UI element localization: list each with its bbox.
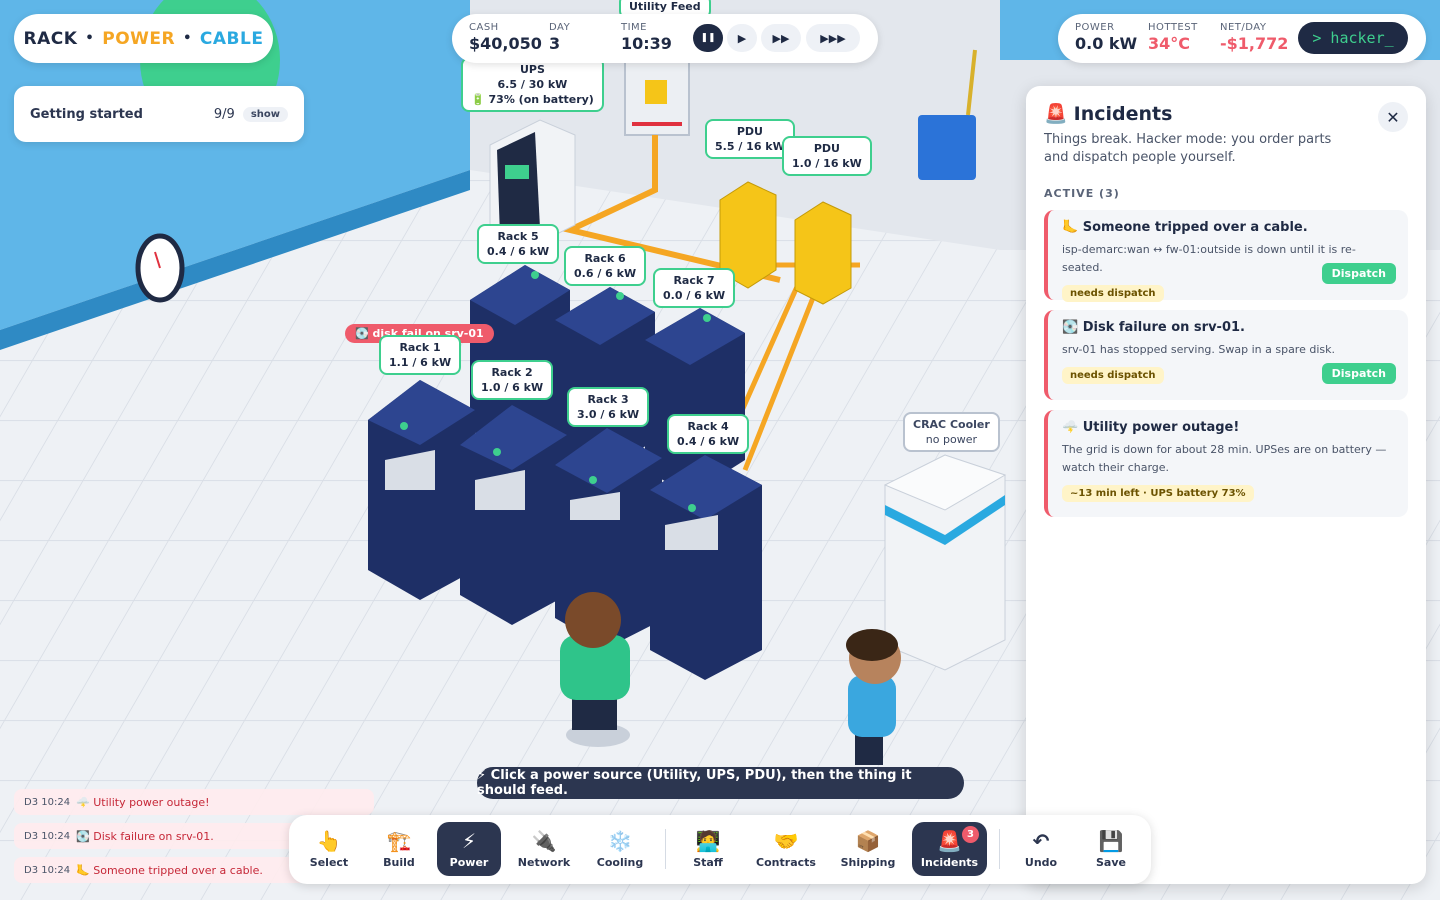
tool-power[interactable]: ⚡Power <box>437 822 501 876</box>
tool-incidents[interactable]: 🚨Incidents 3 <box>912 822 987 876</box>
tool-build[interactable]: 🏗️Build <box>383 828 415 869</box>
game-logo: RACK • POWER • CABLE <box>14 14 273 63</box>
day-label: DAY <box>549 22 571 33</box>
active-section-heading: ACTIVE (3) <box>1044 187 1120 200</box>
tool-shipping[interactable]: 📦Shipping <box>840 828 896 869</box>
getting-started-panel[interactable]: Getting started 9/9 show <box>14 86 304 142</box>
tool-network[interactable]: 🔌Network <box>517 828 571 869</box>
ups-timer-tag: ~13 min left · UPS battery 73% <box>1062 485 1254 502</box>
incident-title: 🦶 Someone tripped over a cable. <box>1062 220 1308 235</box>
staff-technician-2[interactable] <box>846 629 901 765</box>
power-value: 0.0 kW <box>1075 34 1138 53</box>
time-value: 10:39 <box>621 34 672 53</box>
incident-description: srv-01 has stopped serving. Swap in a sp… <box>1062 343 1335 356</box>
pause-button[interactable]: ❚❚ <box>693 24 723 52</box>
incident-card-outage[interactable]: 🌩️ Utility power outage! The grid is dow… <box>1044 410 1408 517</box>
dispatch-button[interactable]: Dispatch <box>1321 363 1396 384</box>
incident-description: The grid is down for about 28 min. UPSes… <box>1062 443 1387 474</box>
incident-card-cable[interactable]: 🦶 Someone tripped over a cable. isp-dema… <box>1044 210 1408 302</box>
fastest-button[interactable]: ▶▶▶ <box>806 24 860 52</box>
tool-select[interactable]: 👆Select <box>309 828 349 869</box>
crane-icon: 🏗️ <box>386 828 412 853</box>
net-day-value: -$1,772 <box>1220 34 1289 53</box>
router[interactable] <box>918 115 976 180</box>
close-incidents-button[interactable]: ✕ <box>1378 102 1408 132</box>
power-mode-hint: ⚡ Click a power source (Utility, UPS, PD… <box>477 767 964 799</box>
tool-staff[interactable]: 🧑‍💻Staff <box>693 828 723 869</box>
package-icon: 📦 <box>855 828 881 853</box>
incident-title: 💽 Disk failure on srv-01. <box>1062 320 1245 335</box>
cash-value: $40,050 <box>469 34 542 53</box>
undo-icon: ↶ <box>1032 828 1050 853</box>
getting-started-show-button[interactable]: show <box>242 106 288 122</box>
logo-word-cable: CABLE <box>199 28 264 49</box>
rack-3[interactable] <box>555 428 662 648</box>
cash-label: CASH <box>469 22 499 33</box>
plug-icon: 🔌 <box>531 828 557 853</box>
incident-title: 🌩️ Utility power outage! <box>1062 420 1240 435</box>
time-label: TIME <box>621 22 648 33</box>
pointer-icon: 👆 <box>316 828 342 853</box>
needs-dispatch-tag: needs dispatch <box>1062 367 1164 384</box>
incident-card-disk[interactable]: 💽 Disk failure on srv-01. srv-01 has sto… <box>1044 310 1408 400</box>
hacker-mode-button[interactable]: > hacker_ <box>1298 22 1408 54</box>
incident-description: isp-demarc:wan ↔ fw-01:outside is down u… <box>1062 243 1356 274</box>
technician-icon: 🧑‍💻 <box>695 828 721 853</box>
crac-cooler[interactable] <box>883 454 1007 671</box>
incidents-subtitle: Things break. Hacker mode: you order par… <box>1044 132 1332 165</box>
logo-word-power: POWER <box>102 28 176 49</box>
lightning-icon: ⚡ <box>461 828 477 853</box>
left-wall <box>0 0 470 330</box>
power-cable <box>560 135 781 283</box>
hottest-value: 34°C <box>1148 34 1191 53</box>
needs-dispatch-tag: needs dispatch <box>1062 285 1164 302</box>
rack-2[interactable] <box>460 405 567 625</box>
rack-6[interactable] <box>555 287 655 475</box>
siren-icon: 🚨 <box>1044 103 1068 125</box>
hottest-label: HOTTEST <box>1148 22 1198 33</box>
incidents-title: 🚨Incidents <box>1044 102 1173 126</box>
tool-cooling[interactable]: ❄️Cooling <box>596 828 644 869</box>
save-button[interactable]: 💾Save <box>1096 828 1126 869</box>
undo-button[interactable]: ↶Undo <box>1024 828 1058 869</box>
floppy-disk-icon: 💾 <box>1098 828 1124 853</box>
fast-forward-button[interactable]: ▶▶ <box>761 24 801 52</box>
incidents-panel: 🚨Incidents ✕ Things break. Hacker mode: … <box>1026 86 1426 884</box>
tool-bar: 👆Select 🏗️Build ⚡Power 🔌Network ❄️Coolin… <box>289 815 1151 884</box>
day-value: 3 <box>549 34 561 53</box>
snowflake-icon: ❄️ <box>607 828 633 853</box>
siren-icon: 🚨 <box>937 828 962 853</box>
play-button[interactable]: ▶ <box>727 24 757 52</box>
incidents-count-badge: 3 <box>962 826 979 843</box>
event-log-item: D3 10:24🌩️ Utility power outage! <box>14 789 374 815</box>
power-label: POWER <box>1075 22 1115 33</box>
getting-started-label: Getting started <box>30 106 143 122</box>
staff-technician-1[interactable] <box>560 592 630 747</box>
net-day-label: NET/DAY <box>1220 22 1267 33</box>
pdu-2[interactable] <box>794 201 852 305</box>
tool-contracts[interactable]: 🤝Contracts <box>756 828 816 869</box>
rack-4[interactable] <box>650 455 762 680</box>
getting-started-count: 9/9 <box>213 106 235 122</box>
logo-word-rack: RACK <box>23 28 78 49</box>
rack-1[interactable] <box>368 380 475 600</box>
dispatch-button[interactable]: Dispatch <box>1321 263 1396 284</box>
handshake-icon: 🤝 <box>773 828 799 853</box>
